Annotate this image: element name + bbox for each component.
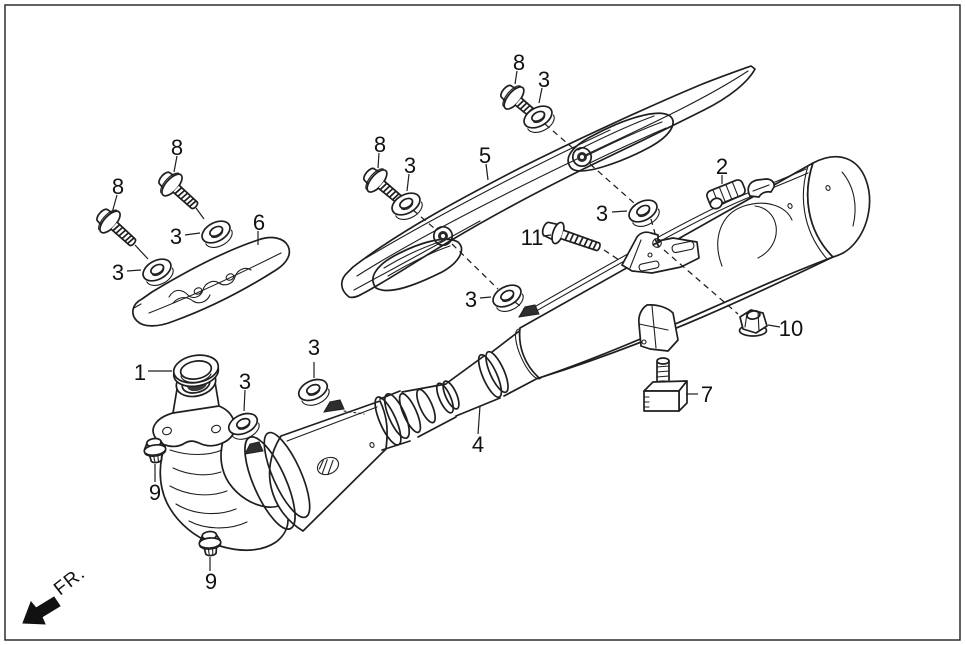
part-label-6: 6 [253, 210, 265, 235]
flange-nut [738, 309, 768, 337]
heat-shield-front [132, 236, 291, 327]
callout-leader-lines [111, 70, 781, 571]
muffler-end-cap [806, 155, 871, 258]
part-label-3: 3 [112, 260, 124, 285]
lower-gusset-bracket [637, 304, 679, 352]
part-label-10: 10 [779, 316, 803, 341]
part-label-9: 9 [149, 480, 161, 505]
part-label-2: 2 [716, 154, 728, 179]
callout-labels: 1 2 3 3 3 3 3 3 3 3 4 5 6 7 8 8 8 8 9 9 … [112, 50, 803, 594]
pipe-clamp [706, 179, 746, 210]
front-chamber [244, 400, 388, 532]
hanger-bracket [621, 231, 700, 274]
part-label-4: 4 [472, 432, 484, 457]
front-direction-label: FR. [50, 563, 89, 600]
mount-tab-mid [323, 399, 345, 413]
front-direction-arrow: FR. [22, 563, 90, 625]
joint-neck [374, 380, 460, 451]
mount-tab-front [244, 441, 264, 455]
cap-nut [197, 529, 223, 558]
part-label-8: 8 [374, 132, 386, 157]
alignment-dashed-lines [412, 123, 739, 315]
washer [488, 279, 528, 317]
mount-tab-cone [518, 304, 540, 318]
muffler-body [518, 162, 834, 379]
part-label-3: 3 [465, 287, 477, 312]
part-label-3: 3 [404, 153, 416, 178]
exhaust-elbow-pipe [159, 440, 289, 552]
diagram-border [4, 4, 961, 641]
part-label-5: 5 [479, 143, 491, 168]
exhaust-gasket [172, 354, 220, 388]
part-label-8: 8 [112, 174, 124, 199]
rubber-mount [643, 357, 688, 412]
strip-clip [747, 178, 776, 198]
part-label-8: 8 [513, 50, 525, 75]
part-label-3: 3 [170, 224, 182, 249]
part-label-11: 11 [521, 225, 544, 250]
part-label-3: 3 [538, 67, 550, 92]
part-label-8: 8 [171, 135, 183, 160]
part-label-1: 1 [134, 360, 146, 385]
part-label-7: 7 [701, 382, 713, 407]
stay-bolt [541, 221, 601, 252]
part-label-3: 3 [596, 201, 608, 226]
weld-hatch-patch [316, 456, 340, 476]
washer [294, 374, 334, 411]
part-label-3: 3 [239, 369, 251, 394]
part-label-9: 9 [205, 569, 217, 594]
part-label-3: 3 [308, 335, 320, 360]
shield-grommet [571, 146, 593, 168]
shield-grommet [432, 225, 454, 247]
washer [197, 215, 237, 253]
heat-shield-rear [340, 65, 756, 299]
